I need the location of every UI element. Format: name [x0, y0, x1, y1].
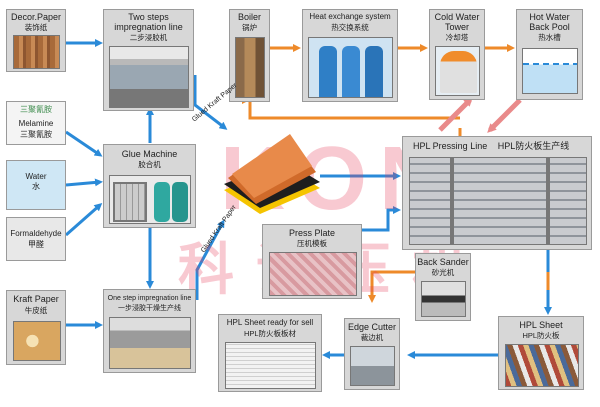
cold-water-tower-image — [435, 46, 480, 96]
heat-exchange-cn-label: 热交换系统 — [331, 23, 369, 32]
back-sander-image — [421, 281, 466, 317]
boiler-label: Boiler — [237, 12, 261, 22]
hpl-pressing-label: HPL Pressing Line HPL防火板生产线 — [413, 141, 591, 151]
press-plate-image — [269, 252, 357, 296]
two-step-impregnation-node: Two steps impregnation line 二步浸胶机 — [103, 9, 194, 111]
hpl-pressing-en: HPL Pressing Line — [413, 141, 488, 151]
edge-cutter-node: Edge Cutter 裁边机 — [344, 318, 400, 390]
edge-cutter-label: Edge Cutter — [347, 322, 397, 332]
water-node: Water 水 — [6, 160, 66, 210]
hpl-sheet-ready-node: HPL Sheet ready for sell HPL防火板板材 — [218, 314, 322, 392]
hot-water-label-line1: Hot Water — [529, 12, 570, 22]
two-step-cn-label: 二步浸胶机 — [129, 33, 168, 42]
formaldehyde-node: Formaldehyde 甲醛 — [6, 217, 66, 261]
arrow-plate-to-press — [362, 206, 401, 232]
arrow-press-to-cold-water — [438, 97, 473, 132]
two-step-label-line1: Two steps — [128, 12, 169, 22]
hpl-sheet-ready-cn-label: HPL防火板板材 — [243, 329, 297, 338]
one-step-cn-label: 一步浸胶干燥生产线 — [118, 305, 181, 312]
hpl-pressing-cn: HPL防火板生产线 — [497, 141, 570, 151]
decor-paper-node: Decor.Paper 装饰纸 — [6, 9, 66, 72]
hot-water-cn-label: 热水槽 — [538, 33, 561, 42]
hot-water-label-line2: Back Pool — [529, 22, 570, 32]
decor-paper-label: Decor.Paper — [10, 12, 62, 22]
glue-machine-node: Glue Machine 胶合机 — [103, 144, 196, 228]
hpl-sheet-cn-label: HPL防火板 — [522, 331, 560, 340]
water-label: Water — [25, 172, 47, 181]
arrow-sander-to-edge-cutter — [368, 270, 415, 303]
cold-water-label-line2: Tower — [444, 22, 469, 32]
melamine-node: 三聚氰胺 Melamine 三聚氰胺 — [6, 101, 66, 145]
press-plate-node: Press Plate 压机模板 — [262, 224, 362, 299]
cold-water-label-line1: Cold Water — [434, 12, 480, 22]
back-sander-label: Back Sander — [417, 257, 469, 267]
one-step-impregnation-node: One step impregnation line 一步浸胶干燥生产线 — [103, 289, 196, 373]
formaldehyde-cn-label: 甲醛 — [28, 240, 44, 249]
heat-exchange-node: Heat exchange system 热交换系统 — [302, 9, 398, 102]
formaldehyde-label: Formaldehyde — [10, 229, 62, 238]
two-step-machine-image — [109, 46, 189, 108]
hpl-press-image — [409, 157, 587, 245]
glue-machine-label: Glue Machine — [121, 149, 178, 159]
two-step-label-line2: impregnation line — [114, 22, 183, 32]
kraft-paper-cn-label: 牛皮纸 — [24, 306, 48, 315]
arrow-boiler-return — [248, 102, 460, 120]
press-plate-cn-label: 压机模板 — [297, 239, 327, 248]
one-step-machine-image — [109, 317, 191, 369]
kraft-paper-label: Kraft Paper — [13, 294, 59, 304]
decor-paper-cn-label: 装饰纸 — [24, 23, 48, 32]
water-cn-label: 水 — [32, 182, 40, 191]
glue-machine-cn-label: 胶合机 — [138, 160, 161, 169]
kraft-paper-node: Kraft Paper 牛皮纸 — [6, 290, 66, 365]
hpl-sheet-ready-label: HPL Sheet ready for sell — [226, 318, 314, 327]
arrow-one-step-to-layup — [195, 219, 225, 300]
hpl-sheet-node: HPL Sheet HPL防火板 — [498, 316, 584, 390]
melamine-bag-text: 三聚氰胺 — [20, 105, 52, 114]
heat-exchange-label: Heat exchange system — [309, 12, 391, 21]
hpl-pressing-line-node: HPL Pressing Line HPL防火板生产线 — [402, 136, 592, 250]
edge-cutter-image — [350, 346, 395, 386]
cold-water-tower-node: Cold Water Tower 冷却塔 — [429, 9, 485, 100]
press-plate-label: Press Plate — [288, 228, 336, 238]
arrow-two-step-to-layup — [193, 75, 228, 130]
hot-water-pool-node: Hot Water Back Pool 热水槽 — [516, 9, 583, 100]
back-sander-cn-label: 砂光机 — [431, 268, 455, 277]
heat-exchange-image — [308, 37, 393, 98]
arrow-hot-pool-to-press — [487, 98, 522, 133]
hpl-sheet-label: HPL Sheet — [519, 320, 563, 330]
cold-water-cn-label: 冷却塔 — [445, 33, 469, 42]
hpl-sheet-samples-image — [505, 344, 579, 387]
sheet-layup-graphic — [218, 126, 326, 218]
decor-paper-image — [13, 35, 60, 69]
melamine-cn-label: 三聚氰胺 — [20, 130, 52, 139]
back-sander-node: Back Sander 砂光机 — [415, 253, 471, 321]
one-step-label: One step impregnation line — [107, 295, 192, 302]
melamine-label: Melamine — [18, 119, 54, 128]
arrow-formaldehyde-to-glue — [65, 203, 103, 237]
boiler-node: Boiler 锅炉 — [229, 9, 270, 102]
hpl-sheet-stack-image — [225, 342, 316, 389]
edge-cutter-cn-label: 裁边机 — [360, 333, 384, 342]
boiler-cn-label: 锅炉 — [242, 23, 257, 32]
hot-water-pool-image — [522, 48, 578, 94]
arrow-melamine-to-glue — [65, 130, 103, 157]
glue-machine-image — [109, 175, 191, 224]
kraft-paper-roll-image — [13, 321, 61, 361]
boiler-image — [235, 37, 265, 98]
arrow-water-to-glue — [65, 178, 103, 187]
